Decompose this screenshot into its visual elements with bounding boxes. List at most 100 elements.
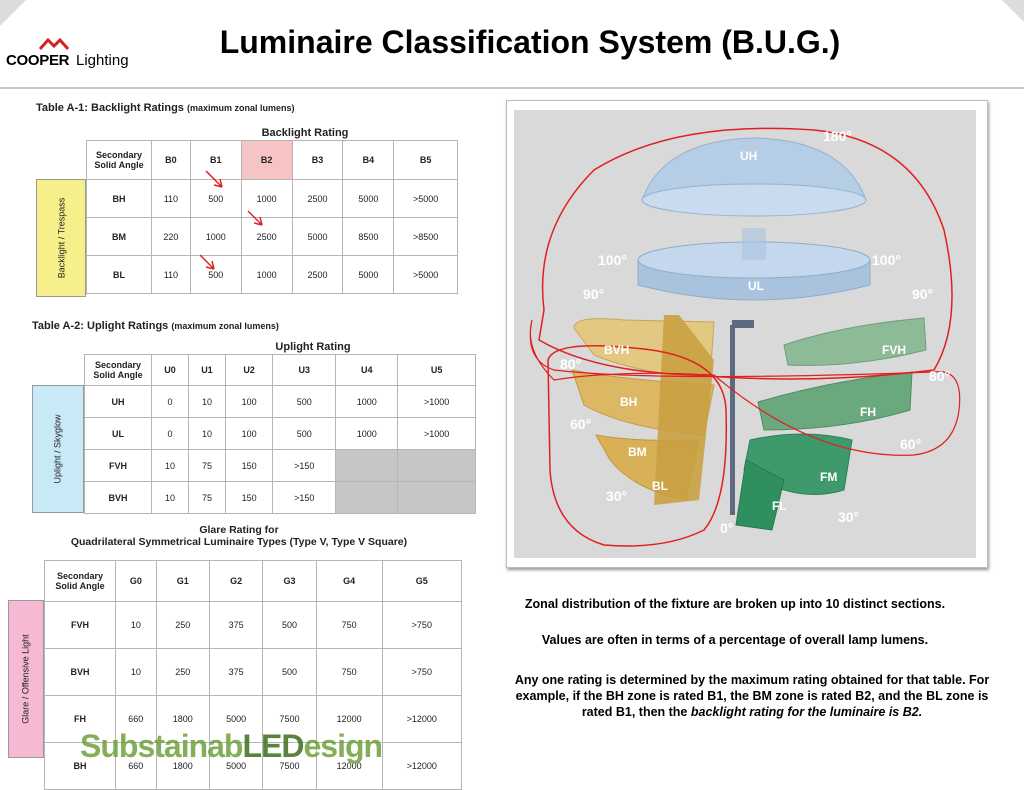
backlight-annotation-circle [547,344,728,547]
table_glare-col-header: G2 [208,560,264,602]
corner-decoration-right [1002,0,1024,22]
table_backlight-col-header: B4 [342,140,395,180]
table_backlight-col-header: B5 [393,140,458,180]
uplight-title-note: (maximum zonal lumens) [171,321,279,331]
table_backlight-col-header: B0 [151,140,191,180]
table_uplight-cell [397,481,476,514]
table_glare-cell: >750 [381,601,463,649]
table_backlight-cell: 220 [151,217,191,256]
table_glare-cell: 750 [315,601,383,649]
table_uplight-cell [397,449,476,482]
watermark-part3: esign [303,728,383,764]
caption-example: Any one rating is determined by the maxi… [502,672,1002,720]
zone-label-uh: UH [740,149,758,163]
backlight-title-note: (maximum zonal lumens) [186,103,295,113]
table_glare-cell: 500 [262,648,317,696]
table_backlight-cell: 5000 [291,217,344,256]
table_uplight-cell: 10 [187,385,226,418]
zone-label-bvh: BVH [604,343,630,357]
table_backlight-cell: 1000 [240,179,293,218]
table_glare-cell: 1800 [155,695,210,743]
zone-label-bm: BM [628,445,647,459]
table_backlight-col-header: B1 [189,140,242,180]
glare-title-line1: Glare Rating for [199,524,279,536]
table_backlight-cell: >5000 [393,255,458,294]
table_backlight-cell: 1000 [189,217,242,256]
table_uplight-col-header: U1 [187,354,226,386]
table_glare-cell: 250 [155,601,210,649]
table_uplight-col-header: U5 [397,354,476,386]
table_uplight-cell: >150 [272,481,337,514]
table_glare-col-header: G1 [155,560,210,602]
table_glare-cell: >12000 [381,742,463,790]
table_uplight-col-header: U4 [335,354,399,386]
zone-label-fl: FL [772,499,787,513]
page-title: Luminaire Classification System (B.U.G.) [219,24,841,60]
uplight-table-title: Table A-2: Uplight Ratings (maximum zona… [32,320,279,332]
table_backlight-cell: 110 [151,255,191,294]
table_uplight-cell: 10 [151,449,189,482]
angle-right-100: 100° [872,252,901,268]
uplight-title-text: Table A-2: Uplight Ratings [32,320,169,332]
table_glare-cell: 12000 [315,695,383,743]
angle-180: 180° [823,128,852,144]
table_backlight-cell: 5000 [342,255,395,294]
annotation-arrows [200,170,263,270]
zone-label-fvh: FVH [882,343,906,357]
table_glare-row-label: FH [44,695,116,743]
table_uplight-cell: >1000 [397,417,476,450]
glare-side-text: Glare / Offensive Light [21,634,32,724]
table_backlight-cell: 2500 [240,217,293,256]
table_backlight-corner-header: Secondary Solid Angle [86,140,152,180]
table_backlight-cell: 110 [151,179,191,218]
table_glare-corner-header: Secondary Solid Angle [44,560,116,602]
table_glare-cell: 250 [155,648,210,696]
uplight-side-text: Uplight / Skyglow [53,414,63,484]
table_uplight-cell: 10 [187,417,226,450]
table_backlight-cell: 2500 [291,255,344,294]
table_uplight-col-header: U0 [151,354,189,386]
table_uplight-col-header: U3 [272,354,337,386]
table_uplight-row-label: UH [84,385,152,418]
table_uplight-cell: 0 [151,417,189,450]
table_glare-cell: 7500 [262,695,317,743]
table_glare-row-label: FVH [44,601,116,649]
table_backlight-cell: >5000 [393,179,458,218]
table_uplight-row-label: UL [84,417,152,450]
caption-values: Values are often in terms of a percentag… [541,633,929,647]
table_uplight-cell [335,481,399,514]
backlight-title-text: Table A-1: Backlight Ratings [36,102,184,114]
table_backlight-cell: 500 [189,255,242,294]
table_uplight-cell: 1000 [335,385,399,418]
glare-table-title: Glare Rating for Quadrilateral Symmetric… [24,524,454,548]
angle-bottom-0: 0° [720,520,734,536]
angle-right-90: 90° [912,286,934,302]
angle-left-80: 80° [560,356,582,372]
table_uplight-cell: 0 [151,385,189,418]
backlight-table-title: Table A-1: Backlight Ratings (maximum zo… [36,102,295,114]
table_uplight-cell: 100 [224,385,274,418]
table_uplight-cell: >150 [272,449,337,482]
angle-left-100: 100° [598,252,627,268]
table_glare-col-header: G4 [315,560,383,602]
luminaire-arm [732,320,754,328]
zone-fvh-shape [783,317,927,366]
angle-right-60: 60° [900,436,922,452]
backlight-side-text: Backlight / Trespass [56,197,67,279]
angle-left-60: 60° [570,416,592,432]
table_glare-cell: 375 [208,648,264,696]
angle-right-30: 30° [838,509,860,525]
caption-example-plain: Any one rating is determined by the maxi… [514,673,990,719]
table_uplight-cell: 1000 [335,417,399,450]
